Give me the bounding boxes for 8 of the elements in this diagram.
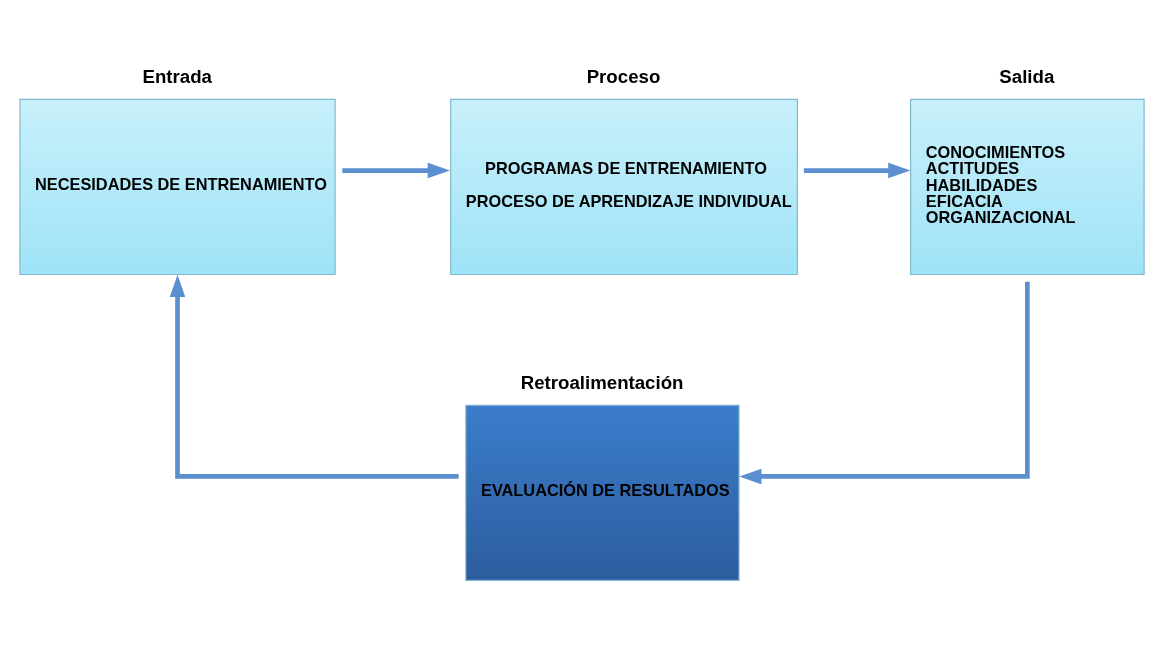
arrow bbox=[739, 281, 1030, 484]
node-label: Proceso bbox=[586, 65, 661, 87]
arrow bbox=[342, 162, 450, 178]
node-label: Retroalimentación bbox=[520, 371, 684, 393]
node-label: Entrada bbox=[142, 65, 212, 87]
arrow bbox=[803, 162, 911, 178]
node-label: Salida bbox=[999, 65, 1055, 87]
arrow bbox=[169, 274, 459, 479]
